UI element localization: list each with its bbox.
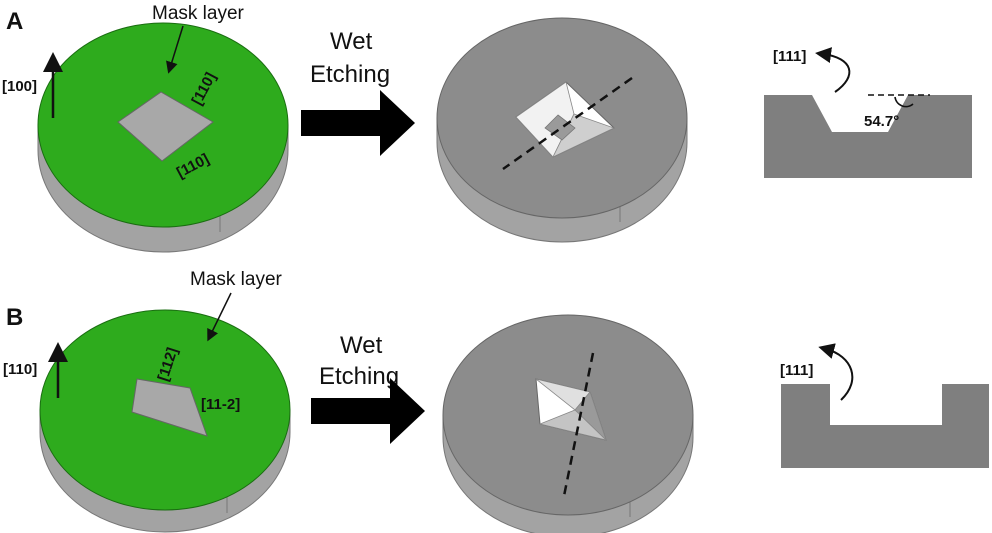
- wafer-b-masked: [39, 309, 291, 533]
- cut-line-a: [502, 76, 633, 171]
- cut-line-b: [562, 352, 595, 497]
- mask-layer-label-a: Mask layer: [152, 3, 245, 24]
- profile-b-rotation-arrow: [818, 343, 854, 401]
- profile-a: 54.7° [111]: [764, 47, 972, 178]
- profile-b-shape: [781, 384, 989, 468]
- profile-direction-b: [111]: [780, 362, 813, 379]
- profile-a-angle-arc: [894, 96, 914, 108]
- wet-label-a: Wet: [330, 28, 373, 55]
- mask-pointer-a: [166, 25, 184, 74]
- wafer-a-etched: [436, 17, 688, 243]
- etch-pit-b-facet3: [538, 409, 608, 441]
- panel-b-letter: B: [6, 304, 23, 331]
- wafer-b-etched: [442, 314, 694, 533]
- edge-direction-b2: [11-2]: [201, 396, 240, 413]
- profile-b: [111]: [780, 343, 989, 468]
- process-arrow-b: [311, 378, 425, 444]
- wet-label-b: Wet: [340, 332, 383, 359]
- panel-a-letter: A: [6, 8, 23, 35]
- mask-opening-a: [117, 91, 214, 162]
- mask-opening-b: [131, 378, 208, 437]
- profile-direction-a: [111]: [773, 48, 806, 65]
- mask-layer-label-b: Mask layer: [190, 269, 283, 290]
- panel-b: B [110] Mask layer [112] [11-2] Wet Etch…: [3, 269, 989, 533]
- etching-label-a: Etching: [310, 61, 390, 88]
- normal-direction-b: [110]: [3, 361, 37, 378]
- profile-a-shape: [764, 95, 972, 178]
- profile-a-rotation-arrow: [815, 47, 851, 93]
- wafer-a-masked: [37, 22, 289, 253]
- etching-label-b: Etching: [319, 363, 399, 390]
- normal-direction-a: [100]: [2, 78, 37, 95]
- mask-pointer-b: [207, 292, 232, 342]
- panel-a: A [100] Mask layer [110] [110] Wet Etchi…: [2, 3, 972, 253]
- etch-angle-label: 54.7°: [864, 113, 899, 130]
- process-arrow-a: [301, 90, 415, 156]
